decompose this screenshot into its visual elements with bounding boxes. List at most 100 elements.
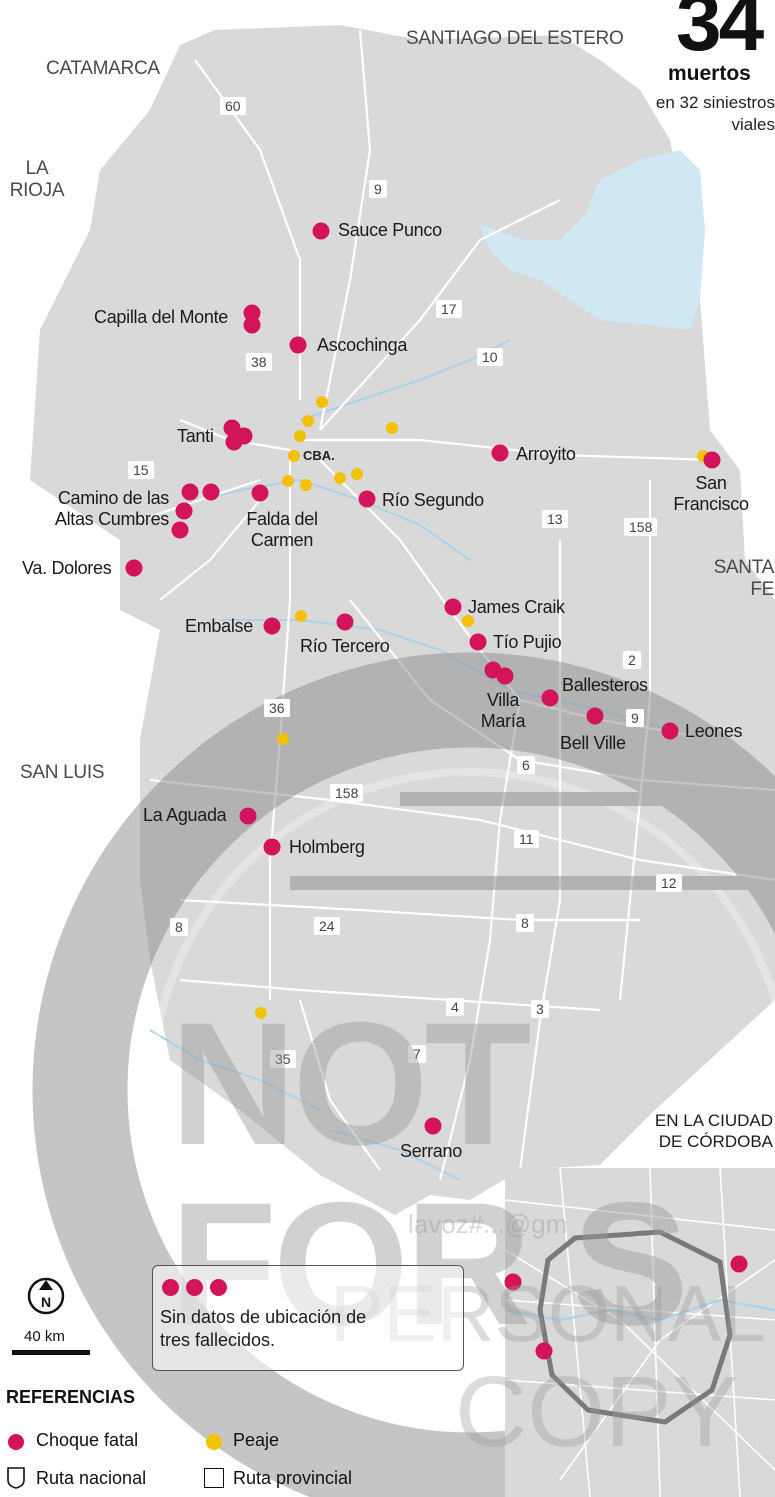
route-8b-shield: 8 [516, 914, 534, 932]
route-60-shield: 60 [220, 97, 246, 115]
crash-dot-icon[interactable] [181, 483, 199, 501]
route-6-shield: 6 [517, 756, 535, 774]
toll-dot-icon[interactable] [295, 610, 307, 622]
crash-dot-icon[interactable] [125, 559, 143, 577]
label-villa-maria: Villa María [480, 690, 526, 731]
legend-provincial-label: Ruta provincial [233, 1468, 353, 1488]
route-3-shield: 3 [531, 1000, 549, 1018]
crash-dot-icon[interactable] [263, 838, 281, 856]
crash-dot-icon[interactable] [424, 1117, 442, 1135]
region-catamarca: CATAMARCA [46, 58, 160, 79]
label-capilla-del-monte: Capilla del Monte [94, 307, 228, 327]
unknown-note-text: Sin datos de ubicación de tres fallecido… [160, 1307, 367, 1350]
crash-dot-icon[interactable] [289, 336, 307, 354]
label-ballesteros: Ballesteros [562, 675, 648, 695]
toll-dot-icon[interactable] [316, 396, 328, 408]
crash-dot-icon[interactable] [358, 490, 376, 508]
north-arrow-icon: N [27, 1277, 65, 1315]
scale-label: 40 km [24, 1328, 65, 1345]
route-12-shield: 12 [656, 874, 682, 892]
label-ascochinga: Ascochinga [317, 335, 408, 355]
mar-chiquita-lake [480, 150, 705, 330]
crash-dot-icon[interactable] [496, 667, 514, 685]
region-santiago-del-estero: SANTIAGO DEL ESTERO [406, 28, 624, 49]
toll-dot-icon [206, 1434, 222, 1450]
label-la-aguada: La Aguada [143, 805, 227, 825]
label-va-dolores: Va. Dolores [22, 558, 112, 578]
toll-dot-icon[interactable] [277, 733, 289, 745]
legend-toll-label: Peaje [233, 1430, 280, 1450]
route-9b-shield: 9 [626, 709, 644, 727]
region-san-luis: SAN LUIS [20, 762, 105, 783]
route-24-shield: 24 [314, 917, 340, 935]
route-158-shield: 158 [624, 518, 658, 536]
crash-dot-icon[interactable] [202, 483, 220, 501]
toll-points [255, 396, 709, 1019]
label-tanti: Tanti [177, 426, 214, 446]
toll-dot-icon[interactable] [294, 430, 306, 442]
crash-dot-icon[interactable] [243, 316, 261, 334]
province-shape [30, 25, 775, 1215]
crash-dot-icon[interactable] [469, 633, 487, 651]
route-2-shield: 2 [623, 651, 641, 669]
route-38-shield: 38 [246, 353, 272, 371]
label-tio-pujio: Tío Pujio [493, 632, 562, 652]
label-bell-ville: Bell Ville [560, 733, 626, 753]
crash-dot-icon[interactable] [336, 613, 354, 631]
route-13-shield: 13 [542, 510, 568, 528]
crash-dot-icon[interactable] [541, 689, 559, 707]
watermark-email: lavoz#...@gm [408, 1209, 568, 1239]
crash-dot-icon[interactable] [661, 722, 679, 740]
crash-dot-icon[interactable] [225, 433, 243, 451]
label-serrano: Serrano [400, 1141, 462, 1161]
toll-dot-icon[interactable] [300, 479, 312, 491]
route-10-shield: 10 [477, 348, 503, 366]
provincial-route-square-icon [204, 1468, 224, 1488]
label-rio-tercero: Río Tercero [300, 636, 390, 656]
toll-dot-icon[interactable] [334, 472, 346, 484]
toll-dot-icon[interactable] [288, 450, 300, 462]
crash-dot-icon[interactable] [239, 807, 257, 825]
toll-dot-icon[interactable] [386, 422, 398, 434]
crash-dot-icon[interactable] [491, 444, 509, 462]
crash-dot-icon[interactable] [444, 598, 462, 616]
crash-dot-icon[interactable] [263, 617, 281, 635]
route-15-shield: 15 [128, 461, 154, 479]
death-label: muertos [668, 62, 751, 85]
legend-title: REFERENCIAS [6, 1387, 136, 1407]
toll-dot-icon[interactable] [282, 475, 294, 487]
unknown-location-note: Sin datos de ubicación de tres fallecido… [152, 1265, 464, 1371]
toll-dot-icon[interactable] [462, 615, 474, 627]
crash-dot-icon[interactable] [223, 419, 241, 437]
label-james-craik: James Craik [468, 597, 565, 617]
toll-dot-icon[interactable] [255, 1007, 267, 1019]
label-rio-segundo: Río Segundo [382, 490, 484, 510]
crash-subtitle: en 32 siniestros viales [655, 93, 775, 134]
crash-dot-icon [186, 1279, 203, 1296]
label-sauce-punco: Sauce Punco [338, 220, 442, 240]
crash-dot-icon[interactable] [243, 304, 261, 322]
crash-dot-icon[interactable] [730, 1255, 748, 1273]
crash-dot-icon[interactable] [504, 1273, 522, 1291]
ring-road-circunvalacion [537, 1229, 733, 1425]
crash-dot-icon[interactable] [586, 707, 604, 725]
route-36-shield: 36 [264, 699, 290, 717]
crash-dot-icon[interactable] [251, 484, 269, 502]
crash-dot-icon[interactable] [703, 451, 721, 469]
crash-dot-icon [8, 1434, 24, 1450]
crash-dot-icon[interactable] [175, 502, 193, 520]
label-camino-altas-cumbres: Camino de las Altas Cumbres [54, 488, 169, 529]
route-4-shield: 4 [446, 998, 464, 1016]
crash-dot-icon[interactable] [312, 222, 330, 240]
national-route-shield-icon [7, 1467, 25, 1489]
crash-dot-icon[interactable] [535, 1342, 553, 1360]
route-17-shield: 17 [436, 300, 462, 318]
route-11-shield: 11 [514, 830, 539, 848]
inset-title-text: EN LA CIUDAD DE CÓRDOBA [654, 1111, 773, 1151]
label-arroyito: Arroyito [516, 444, 576, 464]
toll-dot-icon[interactable] [302, 415, 314, 427]
label-falda-del-carmen: Falda del Carmen [246, 509, 318, 550]
toll-dot-icon[interactable] [351, 468, 363, 480]
crash-dot-icon[interactable] [171, 521, 189, 539]
